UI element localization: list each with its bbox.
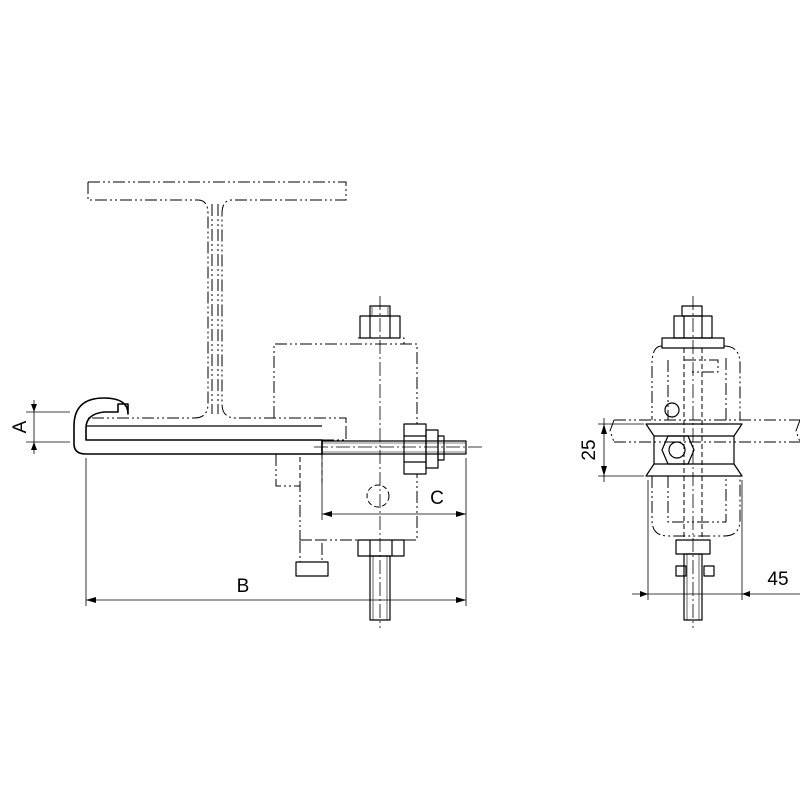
set-screw [295,539,329,577]
threaded-shaft [314,440,484,455]
lower-rod-nut [357,296,405,628]
h-beam-outline [87,181,347,428]
front-view: 25 45 [579,296,800,628]
dimension-25-label: 25 [579,439,600,460]
lower-clamp-body [275,454,418,541]
dimension-a: A [10,400,70,454]
front-rail [609,419,800,443]
upper-clamp-body [273,337,418,425]
side-view: A B C [10,181,484,628]
dimension-25: 25 [579,418,644,482]
dimension-45-label: 45 [767,569,788,590]
dimension-c: C [321,458,466,520]
dimension-a-label: A [10,420,31,433]
dimension-45: 45 [632,480,800,600]
dimension-c-label: C [430,488,444,509]
shaft-lock-nut [403,423,445,475]
dimension-b-label: B [237,576,250,597]
front-clamp-frame [651,345,741,537]
front-rod [675,296,715,628]
front-clamp-block [645,402,743,477]
dimension-b: B [85,458,467,606]
j-hook-bolt [73,397,347,455]
